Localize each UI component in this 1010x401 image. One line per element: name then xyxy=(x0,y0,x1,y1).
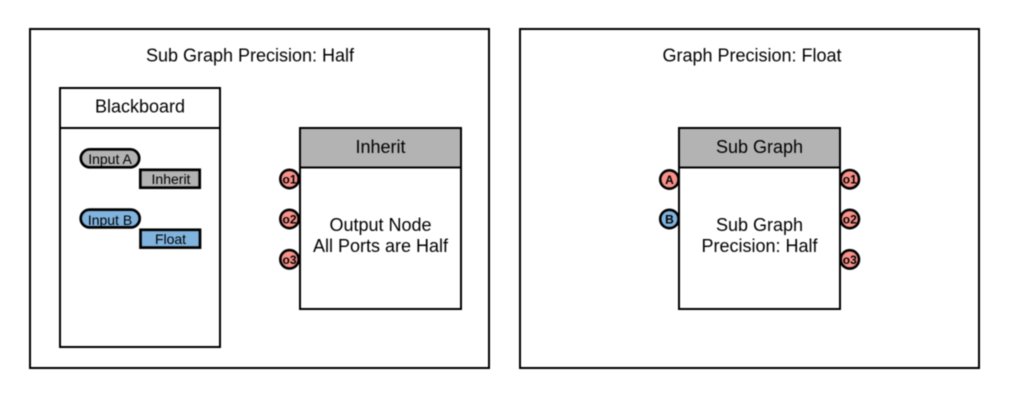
svg-text:o2: o2 xyxy=(282,213,296,227)
svg-text:Output Node: Output Node xyxy=(329,215,431,235)
svg-text:o1: o1 xyxy=(843,173,857,187)
svg-text:A: A xyxy=(665,173,674,187)
svg-text:Input A: Input A xyxy=(88,151,132,167)
svg-text:All Ports are Half: All Ports are Half xyxy=(313,236,449,256)
svg-text:Sub Graph: Sub Graph xyxy=(716,215,803,235)
svg-text:Inherit: Inherit xyxy=(355,137,405,157)
svg-text:B: B xyxy=(665,213,674,227)
svg-text:Inherit: Inherit xyxy=(152,171,191,187)
svg-text:Input B: Input B xyxy=(88,212,132,228)
svg-text:o3: o3 xyxy=(282,253,296,267)
svg-text:o1: o1 xyxy=(282,173,296,187)
svg-text:Graph Precision: Float: Graph Precision: Float xyxy=(662,46,841,66)
svg-text:o2: o2 xyxy=(843,213,857,227)
svg-text:Blackboard: Blackboard xyxy=(95,97,185,117)
svg-text:Precision: Half: Precision: Half xyxy=(701,236,818,256)
svg-text:Float: Float xyxy=(155,231,186,247)
svg-text:o3: o3 xyxy=(843,253,857,267)
svg-text:Sub Graph: Sub Graph xyxy=(716,137,803,157)
svg-text:Sub Graph Precision: Half: Sub Graph Precision: Half xyxy=(146,46,355,66)
